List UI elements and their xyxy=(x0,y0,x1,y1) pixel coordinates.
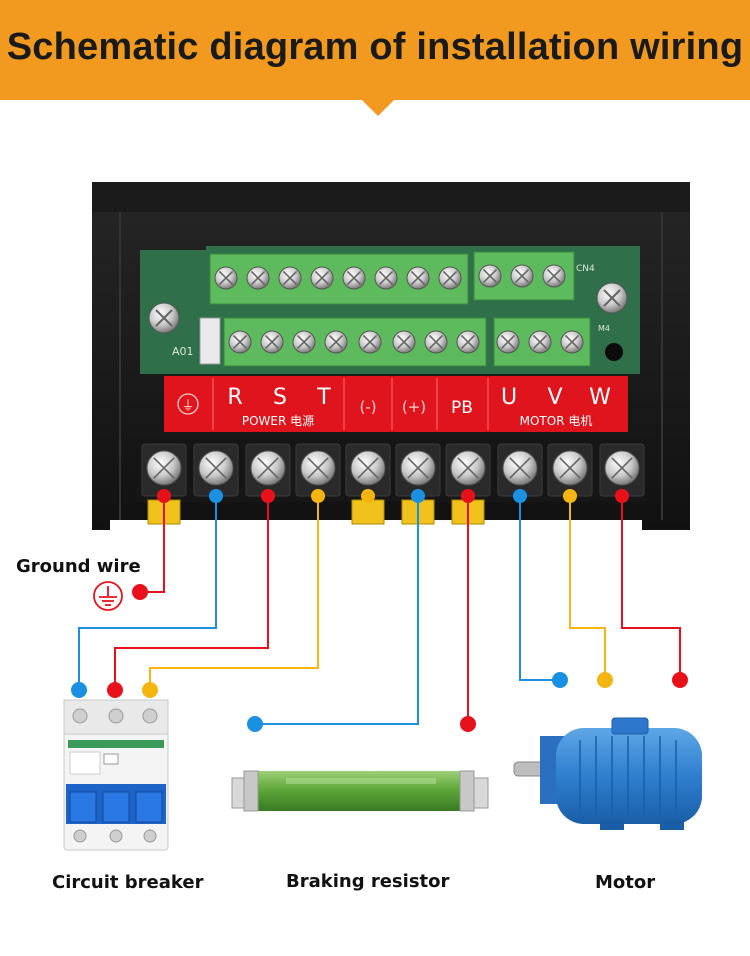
strip-power-label: POWER 电源 xyxy=(242,414,314,428)
dot-w-terminal xyxy=(615,489,629,503)
strip-label-pb: PB xyxy=(451,398,473,418)
dot-pos-terminal xyxy=(411,489,425,503)
ground-icon xyxy=(93,581,123,611)
dot-v-terminal xyxy=(563,489,577,503)
motor-label: Motor xyxy=(595,872,656,893)
dot-resistor-right xyxy=(460,716,476,732)
wire-r xyxy=(78,496,217,690)
strip-motor-label: MOTOR 电机 xyxy=(520,414,593,428)
wire-w xyxy=(621,496,681,680)
dot-ground-end xyxy=(132,584,148,600)
page-title: Schematic diagram of installation wiring xyxy=(6,26,744,68)
dot-pb-terminal xyxy=(461,489,475,503)
dot-breaker-l1 xyxy=(71,682,87,698)
dot-breaker-l3 xyxy=(142,682,158,698)
strip-label-t: T xyxy=(316,385,331,410)
dot-r-terminal xyxy=(209,489,223,503)
circuit-breaker xyxy=(63,699,169,851)
strip-label-negative: (-) xyxy=(359,398,376,416)
circuit-breaker-label: Circuit breaker xyxy=(52,872,204,893)
wiring xyxy=(78,496,681,725)
dot-ground-terminal xyxy=(157,489,171,503)
dot-neg-terminal xyxy=(361,489,375,503)
strip-label-u: U xyxy=(501,385,517,410)
wire-v xyxy=(569,496,606,680)
strip-label-r: R xyxy=(227,385,242,410)
strip-label-w: W xyxy=(589,385,611,410)
cn4-label: CN4 xyxy=(576,264,595,274)
wire-s xyxy=(114,496,269,690)
terminal-dots xyxy=(71,489,688,732)
dot-u-terminal xyxy=(513,489,527,503)
dot-motor-v xyxy=(597,672,613,688)
dot-t-terminal xyxy=(311,489,325,503)
dot-resistor-left xyxy=(247,716,263,732)
braking-resistor xyxy=(231,770,489,812)
power-terminal-block xyxy=(136,440,646,525)
control-terminal-blocks xyxy=(209,251,591,367)
strip-label-positive: (+) xyxy=(402,398,426,416)
title-banner-pointer xyxy=(362,100,394,116)
strip-ground-symbol: ⏚ xyxy=(181,399,194,414)
a01-label: A01 xyxy=(172,345,194,358)
dot-motor-u xyxy=(552,672,568,688)
dot-motor-w xyxy=(672,672,688,688)
strip-label-v: V xyxy=(547,385,562,410)
m4-label: M4 xyxy=(598,324,610,333)
wire-pos-to-resistor xyxy=(255,496,419,725)
strip-label-s: S xyxy=(273,385,287,410)
dot-breaker-l2 xyxy=(107,682,123,698)
dot-s-terminal xyxy=(261,489,275,503)
title-banner xyxy=(0,0,750,100)
wire-u xyxy=(519,496,560,681)
ground-wire-label: Ground wire xyxy=(16,556,141,577)
terminal-label-strip: ⏚ R S T POWER 电源 (-) (+) PB U V W MOTOR … xyxy=(164,376,628,432)
braking-resistor-label: Braking resistor xyxy=(286,871,450,892)
wire-t xyxy=(149,496,319,690)
motor xyxy=(513,717,702,830)
